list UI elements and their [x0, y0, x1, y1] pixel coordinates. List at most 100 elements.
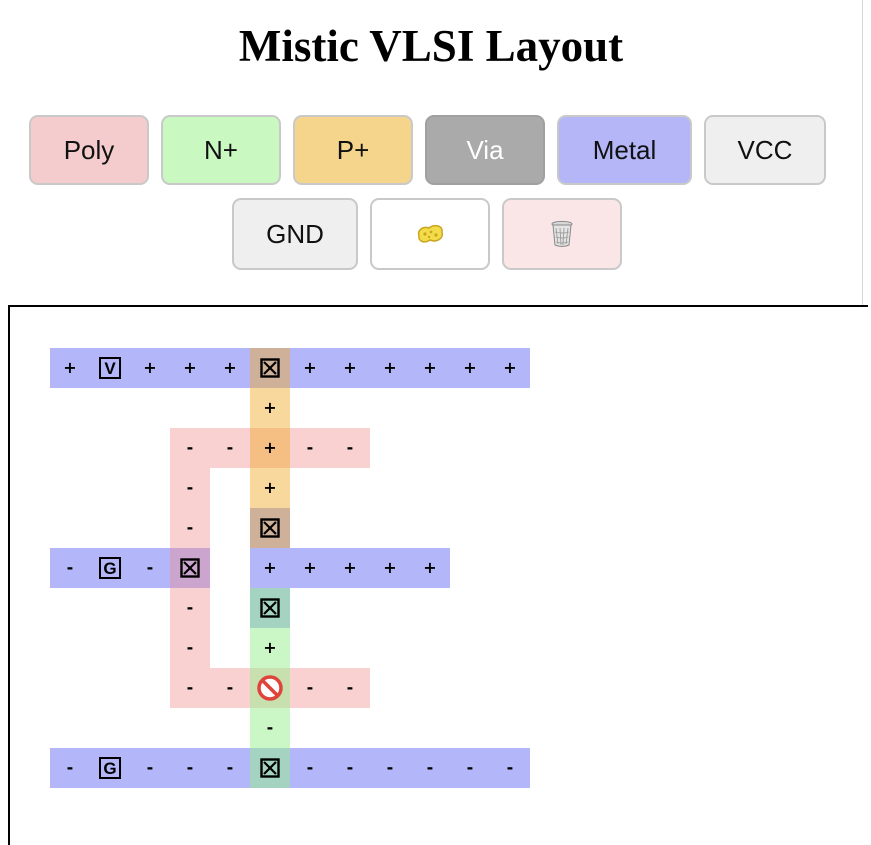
- grid-cell[interactable]: -: [50, 548, 90, 588]
- grid-cell[interactable]: +: [290, 348, 330, 388]
- gnd-button[interactable]: GND: [232, 198, 358, 270]
- gnd-pin: G: [99, 757, 121, 779]
- eraser-button[interactable]: [370, 198, 490, 270]
- minus-marker: -: [346, 438, 354, 457]
- plus-marker: +: [263, 558, 277, 577]
- grid-cell[interactable]: -: [170, 468, 210, 508]
- grid-cell[interactable]: -: [210, 748, 250, 788]
- grid-cell[interactable]: +: [450, 348, 490, 388]
- contact-box-x-icon: [250, 748, 290, 788]
- grid-cell[interactable]: [250, 508, 290, 548]
- grid-cell[interactable]: -: [490, 748, 530, 788]
- grid-cell[interactable]: +: [210, 348, 250, 388]
- grid-cell[interactable]: +: [330, 548, 370, 588]
- grid-cell[interactable]: +: [490, 348, 530, 388]
- plus-marker: +: [503, 358, 517, 377]
- grid-cell[interactable]: +: [250, 428, 290, 468]
- grid-cell[interactable]: +: [250, 388, 290, 428]
- plus-marker: +: [383, 358, 397, 377]
- grid-cell[interactable]: +: [250, 468, 290, 508]
- plus-marker: +: [263, 478, 277, 497]
- minus-marker: -: [386, 758, 394, 777]
- plus-marker: +: [303, 358, 317, 377]
- grid-cell[interactable]: -: [170, 748, 210, 788]
- grid-cell[interactable]: +: [250, 548, 290, 588]
- minus-marker: -: [186, 438, 194, 457]
- layout-canvas[interactable]: + V + + + + + + + + + + - - + - - -: [8, 305, 868, 845]
- trash-button[interactable]: [502, 198, 622, 270]
- grid-cell[interactable]: G: [90, 548, 130, 588]
- grid-cell[interactable]: +: [50, 348, 90, 388]
- minus-marker: -: [66, 558, 74, 577]
- plus-marker: +: [423, 558, 437, 577]
- grid-cell[interactable]: -: [290, 748, 330, 788]
- plus-marker: +: [263, 438, 277, 457]
- grid-cell[interactable]: +: [170, 348, 210, 388]
- grid-cell[interactable]: -: [330, 668, 370, 708]
- vcc-pin: V: [99, 357, 121, 379]
- pplus-button-label: P+: [336, 134, 370, 165]
- grid-cell[interactable]: [250, 668, 290, 708]
- grid-cell[interactable]: G: [90, 748, 130, 788]
- grid-cell[interactable]: -: [370, 748, 410, 788]
- minus-marker: -: [186, 478, 194, 497]
- plus-marker: +: [343, 358, 357, 377]
- minus-marker: -: [346, 678, 354, 697]
- plus-marker: +: [143, 358, 157, 377]
- grid-cell[interactable]: -: [50, 748, 90, 788]
- grid-cell[interactable]: -: [170, 588, 210, 628]
- grid-cell[interactable]: -: [290, 428, 330, 468]
- grid-cell[interactable]: -: [170, 628, 210, 668]
- grid-cell[interactable]: -: [210, 668, 250, 708]
- grid-cell[interactable]: -: [130, 548, 170, 588]
- minus-marker: -: [426, 758, 434, 777]
- grid-cell[interactable]: +: [130, 348, 170, 388]
- poly-button[interactable]: Poly: [29, 115, 149, 185]
- grid-cell[interactable]: -: [330, 748, 370, 788]
- contact-box-x-icon: [250, 508, 290, 548]
- grid-cell[interactable]: +: [330, 348, 370, 388]
- minus-marker: -: [186, 638, 194, 657]
- grid-cell[interactable]: +: [410, 548, 450, 588]
- minus-marker: -: [146, 758, 154, 777]
- via-button[interactable]: Via: [425, 115, 545, 185]
- grid-cell[interactable]: -: [250, 708, 290, 748]
- grid-cell[interactable]: +: [410, 348, 450, 388]
- grid-cell[interactable]: -: [290, 668, 330, 708]
- grid-cell[interactable]: -: [170, 668, 210, 708]
- plus-marker: +: [183, 358, 197, 377]
- minus-marker: -: [306, 438, 314, 457]
- grid-cell[interactable]: [250, 588, 290, 628]
- plus-marker: +: [383, 558, 397, 577]
- metal-button-label: Metal: [592, 134, 657, 165]
- grid-cell[interactable]: -: [450, 748, 490, 788]
- grid-cell[interactable]: [170, 548, 210, 588]
- pplus-button[interactable]: P+: [293, 115, 413, 185]
- minus-marker: -: [466, 758, 474, 777]
- grid-cell[interactable]: -: [170, 508, 210, 548]
- nplus-button-label: N+: [204, 134, 238, 165]
- grid-cell[interactable]: +: [290, 548, 330, 588]
- plus-marker: +: [63, 358, 77, 377]
- grid-cell[interactable]: -: [330, 428, 370, 468]
- grid-cell[interactable]: +: [250, 628, 290, 668]
- grid-cell[interactable]: -: [210, 428, 250, 468]
- grid-cell[interactable]: [250, 348, 290, 388]
- grid-cell[interactable]: +: [370, 348, 410, 388]
- grid-cell[interactable]: [250, 748, 290, 788]
- minus-marker: -: [186, 758, 194, 777]
- minus-marker: -: [226, 678, 234, 697]
- grid-cell[interactable]: +: [370, 548, 410, 588]
- nplus-button[interactable]: N+: [161, 115, 281, 185]
- plus-marker: +: [263, 638, 277, 657]
- metal-button[interactable]: Metal: [557, 115, 692, 185]
- via-button-label: Via: [466, 134, 504, 165]
- plus-marker: +: [343, 558, 357, 577]
- grid-cell[interactable]: -: [130, 748, 170, 788]
- grid-cell[interactable]: -: [410, 748, 450, 788]
- grid-cell[interactable]: V: [90, 348, 130, 388]
- grid-cell[interactable]: -: [170, 428, 210, 468]
- contact-box-x-icon: [250, 348, 290, 388]
- vcc-button[interactable]: VCC: [704, 115, 826, 185]
- minus-marker: -: [146, 558, 154, 577]
